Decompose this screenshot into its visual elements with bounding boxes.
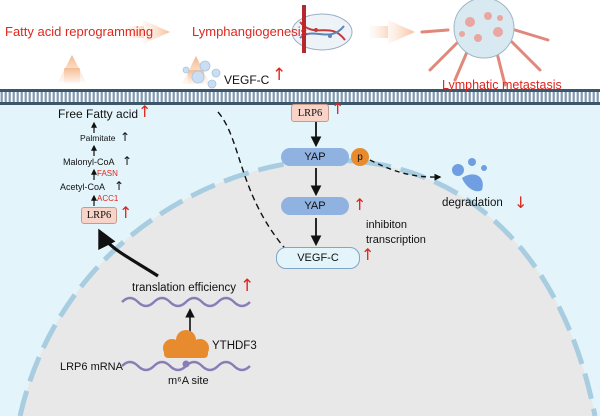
translation-up-arrow: ↑ <box>240 276 255 296</box>
lrp6-mrna-label: LRP6 mRNA <box>60 361 123 373</box>
secretion-dashed-path <box>217 111 289 253</box>
inhibiton-label: inhibiton <box>366 219 407 231</box>
ffa-up-arrow: ↑ <box>138 102 152 121</box>
translated-mrna <box>121 296 251 308</box>
degradation-arrow <box>369 159 442 181</box>
free-fatty-acid-label: Free Fatty acid <box>58 107 139 121</box>
phospho-badge: p <box>351 148 369 166</box>
m6a-site-label: m⁶A site <box>168 375 209 387</box>
acc1-label: ACC1 <box>97 194 119 203</box>
degradation-label: degradation <box>442 197 503 209</box>
lrp6-lipid-box: LRP6 <box>81 207 117 224</box>
lrp6-lipid-up-arrow: ↑ <box>119 203 133 222</box>
palmitate-up-arrow: ↑ <box>120 130 131 144</box>
malonyl-up-arrow: ↑ <box>122 154 133 168</box>
palmitate-label: Palmitate <box>80 133 116 143</box>
malonyl-coa-label: Malonyl-CoA <box>63 157 115 167</box>
glow-arrow-right-1 <box>143 20 170 44</box>
fatty-acid-reprogramming-label: Fatty acid reprogramming <box>5 24 154 39</box>
secreted-vegfc-label: VEGF-C <box>224 73 270 87</box>
lymphatic-metastasis-label: Lymphatic metastasis <box>442 78 562 92</box>
glow-arrow-right-2 <box>388 20 415 44</box>
translation-efficiency-label: translation efficiency <box>132 282 236 294</box>
yap-nuclear-node: YAP <box>281 197 349 215</box>
secreted-vegfc-blobs <box>182 60 221 89</box>
lymphangiogenesis-label: Lymphangiogenesis <box>192 24 308 39</box>
nucleus <box>20 160 595 416</box>
vegfc-transcript-up-arrow: ↑ <box>361 245 375 264</box>
yap-nuclear-up-arrow: ↑ <box>353 195 367 214</box>
tumor-metastasis-icon <box>420 0 550 87</box>
fasn-label: FASN <box>97 169 118 178</box>
lymphatic-vessel-icon <box>291 5 353 53</box>
degradation-fragments <box>452 158 487 192</box>
acetyl-coa-label: Acetyl-CoA <box>60 182 106 192</box>
vegfc-transcript-node: VEGF-C <box>276 247 360 269</box>
transcription-label: transcription <box>366 234 426 246</box>
vegfc-up-arrow: ↑ <box>272 65 287 85</box>
m6a-site-mark <box>182 360 190 368</box>
yap-cytoplasm-node: YAP <box>281 148 349 166</box>
degradation-down-arrow: ↓ <box>514 193 528 212</box>
ythdf3-protein-icon <box>163 330 209 358</box>
translation-to-lrp6-arrow <box>98 228 159 278</box>
lrp6-membrane-up-arrow: ↑ <box>331 99 345 118</box>
cell-membrane <box>0 90 600 104</box>
ythdf3-label: YTHDF3 <box>212 340 257 352</box>
lrp6-membrane-box: LRP6 <box>291 104 329 122</box>
acetyl-up-arrow: ↑ <box>114 179 125 193</box>
